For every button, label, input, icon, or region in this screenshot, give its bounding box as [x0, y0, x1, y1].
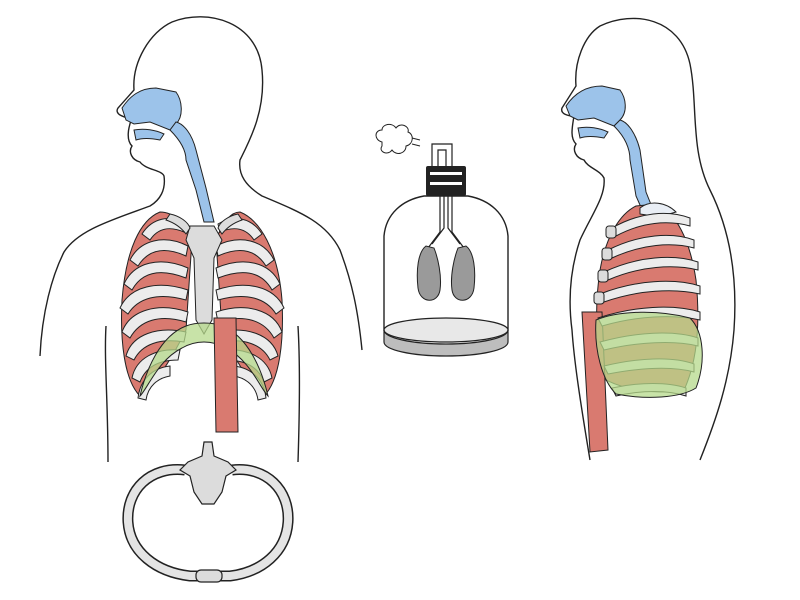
front-trachea	[169, 121, 215, 223]
jar-glass	[383, 195, 509, 331]
side-nasal-cavity	[565, 85, 626, 127]
front-esophagus	[213, 317, 239, 433]
air-puff-lines	[411, 137, 421, 147]
front-view	[39, 16, 363, 463]
jar-tube	[431, 143, 453, 170]
front-clavicles	[165, 213, 243, 235]
cross-section-sternum	[195, 569, 223, 583]
air-puff-icon	[375, 123, 413, 154]
side-mouth	[577, 126, 609, 139]
jar-membrane	[383, 317, 509, 343]
cross-section	[122, 441, 294, 583]
side-body-outline	[561, 17, 736, 461]
side-trachea	[613, 119, 655, 215]
jar-bronchi	[427, 196, 465, 249]
side-rib-joints	[593, 225, 617, 305]
front-body-outline	[39, 16, 363, 463]
front-mouth	[133, 128, 165, 141]
jar-stopper	[426, 166, 466, 196]
jar-base	[383, 329, 509, 357]
jar-left-balloon	[416, 245, 441, 301]
bell-jar-model	[375, 123, 509, 357]
side-view	[561, 17, 736, 461]
side-diaphragm	[595, 311, 703, 398]
jar-right-balloon	[451, 245, 476, 301]
cross-section-vertebra	[179, 441, 237, 505]
